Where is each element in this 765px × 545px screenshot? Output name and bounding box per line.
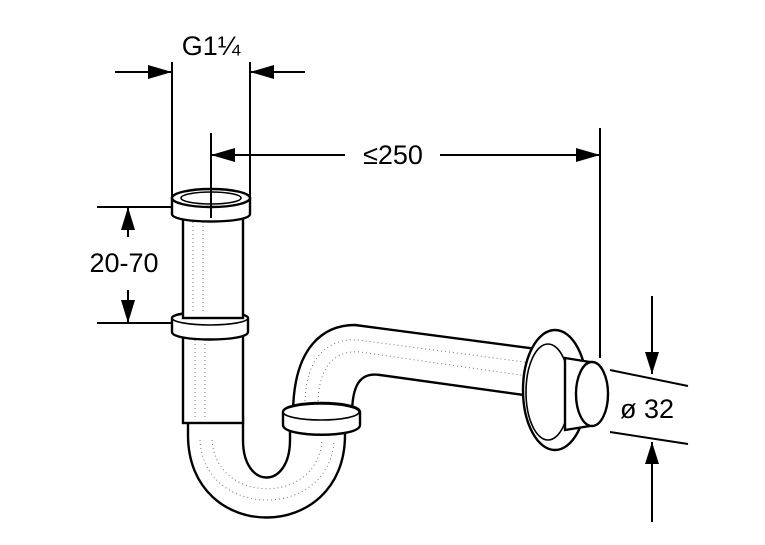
dimension-thread-size: G1¼ [115, 31, 305, 198]
thread-size-label: G1¼ [182, 31, 241, 61]
arrow-up-marker [121, 207, 135, 230]
arrow-up-marker [645, 442, 659, 464]
lower-vertical-tube [181, 333, 245, 425]
arrow-down-marker [645, 352, 659, 374]
arrow-left-marker [211, 148, 235, 162]
union-nut [281, 401, 362, 436]
height-adjust-label: 20-70 [89, 248, 158, 278]
max-length-label: ≤250 [363, 140, 423, 170]
dimension-outlet-diameter: ø 32 [609, 296, 689, 522]
upper-telescopic-tube [181, 208, 245, 320]
wall-rosette [521, 328, 610, 452]
arrow-left-marker [250, 65, 274, 79]
outlet-diameter-label: ø 32 [620, 394, 674, 424]
arrow-right-marker [148, 65, 172, 79]
dimension-max-length: ≤250 [210, 128, 601, 358]
arrow-right-marker [576, 148, 600, 162]
dimension-height-adjust: 20-70 [89, 206, 172, 324]
arrow-down-marker [121, 300, 135, 323]
outlet-arm [291, 323, 562, 417]
u-bend-trap [186, 416, 347, 519]
